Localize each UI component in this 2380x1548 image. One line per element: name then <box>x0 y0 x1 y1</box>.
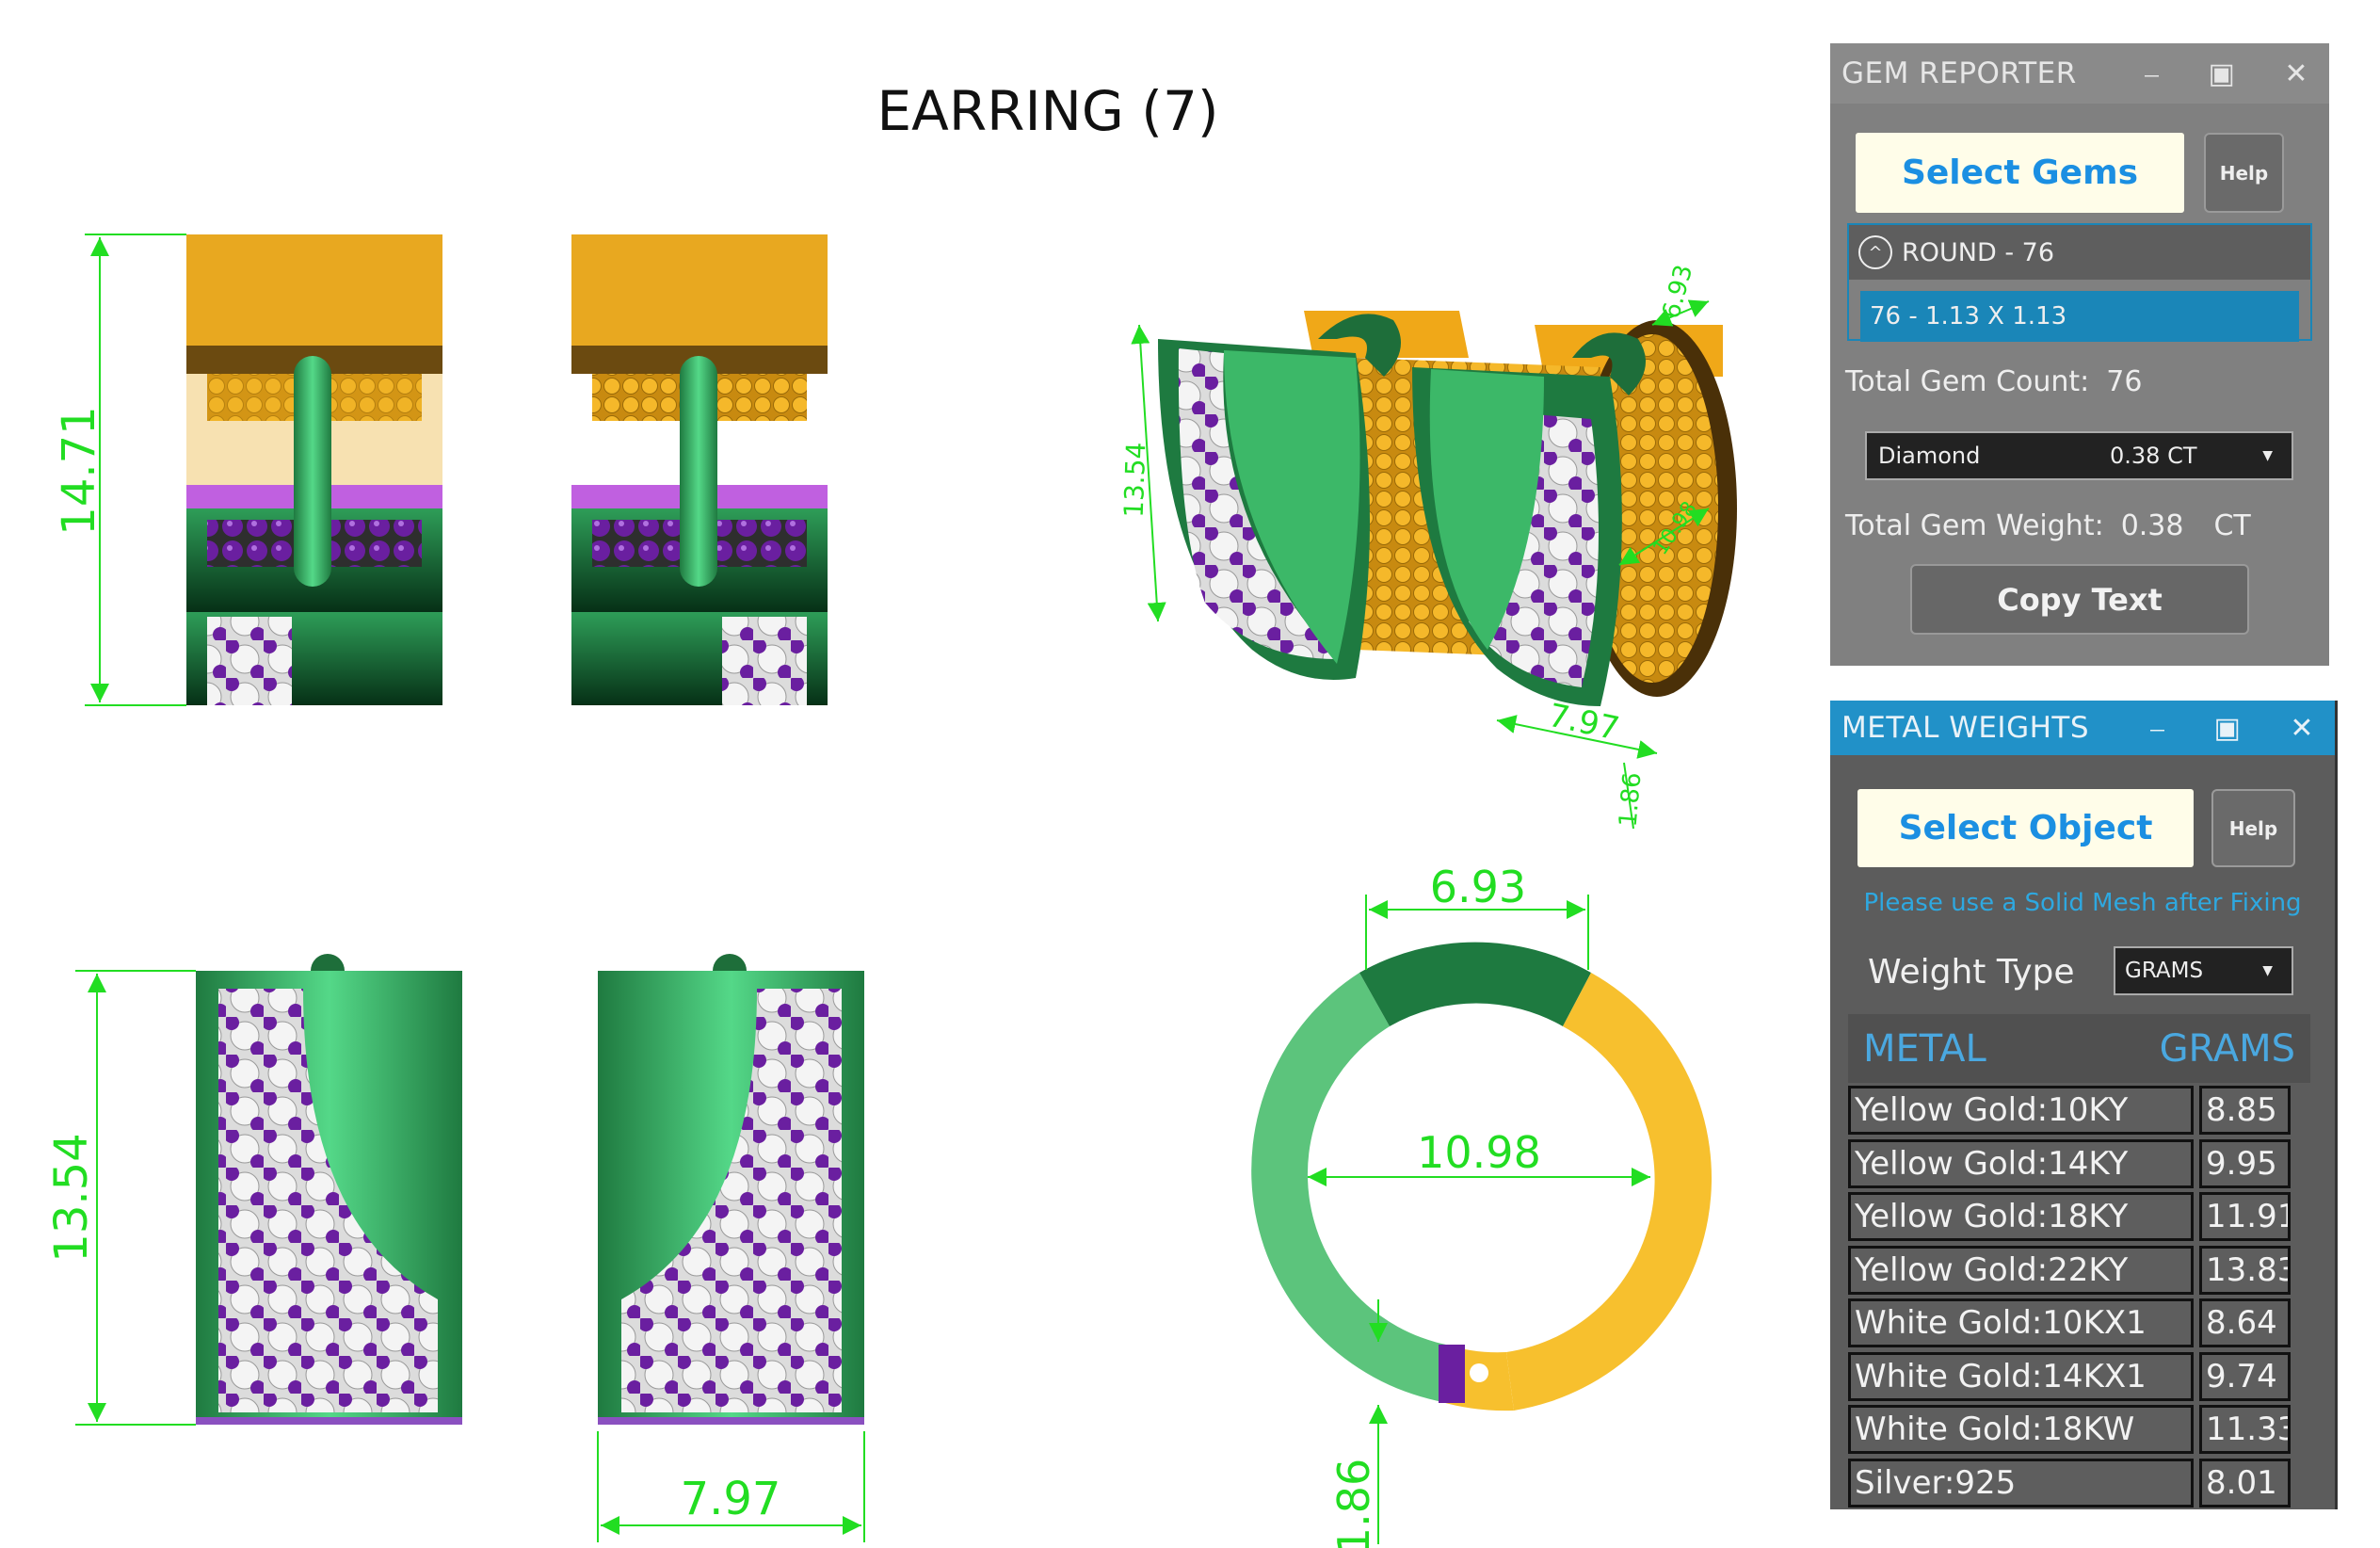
metal-grams-cell: 9.74 <box>2199 1351 2291 1401</box>
metal-table-header: METAL GRAMS <box>1848 1014 2310 1083</box>
metal-grams-cell: 9.95 <box>2199 1138 2291 1188</box>
gem-weight-value: 0.38 <box>2120 509 2184 542</box>
select-object-button[interactable]: Select Object <box>1857 789 2194 867</box>
weight-type-label: Weight Type <box>1868 953 2075 992</box>
dimension-ring-top: 6.93 <box>1365 862 1589 970</box>
dim-label: 13.54 <box>45 1133 98 1262</box>
column-header-metal: METAL <box>1863 1026 1986 1071</box>
gem-count-value: 76 <box>2106 365 2143 398</box>
dropdown-caret-icon: ▼ <box>2262 963 2273 978</box>
panel-title: GEM REPORTER <box>1841 56 2077 90</box>
dim-label: 6.93 <box>1430 862 1526 912</box>
metal-name-cell: Yellow Gold:22KY <box>1848 1245 2194 1295</box>
metal-name-cell: Yellow Gold:18KY <box>1848 1192 2194 1241</box>
gem-group-header[interactable]: ^ ROUND - 76 <box>1849 225 2310 280</box>
dimension-front-height: 14.71 <box>53 234 186 706</box>
dropdown-caret-icon: ▼ <box>2262 448 2273 463</box>
dimension-ring-gap: 1.86 <box>1328 1299 1388 1548</box>
chevron-up-circle-icon[interactable]: ^ <box>1858 235 1892 269</box>
dim-label: 7.97 <box>1545 697 1622 749</box>
front-view-right <box>571 234 828 705</box>
metal-grams-cell: 8.85 <box>2199 1086 2291 1135</box>
maximize-icon[interactable]: ▣ <box>2208 56 2236 90</box>
gem-count: Total Gem Count: 76 <box>1845 365 2142 398</box>
help-button[interactable]: Help <box>2204 133 2284 213</box>
dimension-ring-inner: 10.98 <box>1308 1127 1650 1186</box>
stone-type-dropdown[interactable]: Diamond 0.38 CT ▼ <box>1865 431 2293 480</box>
dimension-side-height: 13.54 <box>45 970 196 1426</box>
gem-weight-label: Total Gem Weight: <box>1845 509 2104 542</box>
metal-grams-cell: 13.83 <box>2199 1245 2291 1295</box>
mesh-notice: Please use a Solid Mesh after Fixing <box>1863 889 2302 917</box>
column-header-grams: GRAMS <box>2159 1026 2295 1071</box>
close-icon[interactable]: ✕ <box>2290 711 2314 745</box>
select-gems-button[interactable]: Select Gems <box>1856 133 2184 213</box>
metal-grams-cell: 11.33 <box>2199 1405 2291 1454</box>
gem-group-label: ROUND - 76 <box>1902 237 2055 267</box>
close-icon[interactable]: ✕ <box>2284 56 2308 90</box>
minimize-icon[interactable]: ⎯ <box>2150 711 2165 745</box>
gem-reporter-panel: GEM REPORTER ⎯ ▣ ✕ Select Gems Help ^ RO… <box>1830 43 2329 666</box>
copy-text-button[interactable]: Copy Text <box>1910 564 2249 635</box>
dim-label: 10.98 <box>1417 1127 1541 1178</box>
ring-top-view <box>1251 942 1713 1411</box>
isometric-view <box>1158 311 1737 706</box>
weight-type-value: GRAMS <box>2125 959 2204 983</box>
metal-name-cell: White Gold:14KX1 <box>1848 1351 2194 1401</box>
minimize-icon[interactable]: ⎯ <box>2145 56 2160 90</box>
drawing-title: EARRING (7) <box>877 79 1219 143</box>
maximize-icon[interactable]: ▣ <box>2213 711 2242 745</box>
metal-grams-cell: 8.64 <box>2199 1298 2291 1347</box>
stone-weight: 0.38 CT <box>2110 443 2197 469</box>
dim-label: 6.93 <box>1657 262 1698 322</box>
help-button[interactable]: Help <box>2211 789 2295 867</box>
gem-count-label: Total Gem Count: <box>1845 365 2090 398</box>
metal-grams-cell: 11.91 <box>2199 1192 2291 1241</box>
dim-label: 14.71 <box>53 406 105 535</box>
metal-name-cell: Yellow Gold:14KY <box>1848 1138 2194 1188</box>
gem-list-item[interactable]: 76 - 1.13 X 1.13 <box>1860 291 2299 342</box>
side-view-right <box>598 954 864 1425</box>
gem-weight-unit: CT <box>2213 509 2251 542</box>
metal-name-cell: White Gold:18KW <box>1848 1405 2194 1454</box>
gem-reporter-titlebar[interactable]: GEM REPORTER ⎯ ▣ ✕ <box>1830 43 2329 104</box>
metal-weights-panel: METAL WEIGHTS ⎯ ▣ ✕ Select Object Help P… <box>1830 701 2338 1509</box>
metal-name-cell: Silver:925 <box>1848 1458 2194 1508</box>
gem-list: ^ ROUND - 76 76 - 1.13 X 1.13 <box>1847 223 2312 342</box>
metal-grams-cell: 8.01 <box>2199 1458 2291 1508</box>
front-view-left <box>186 234 442 705</box>
gem-weight: Total Gem Weight: 0.38 CT <box>1845 509 2251 542</box>
dim-label: 1.86 <box>1328 1459 1379 1548</box>
metal-weights-titlebar[interactable]: METAL WEIGHTS ⎯ ▣ ✕ <box>1830 701 2335 755</box>
side-view-left <box>196 954 462 1425</box>
stone-type: Diamond <box>1878 443 1981 469</box>
panel-title: METAL WEIGHTS <box>1841 711 2090 745</box>
metal-name-cell: Yellow Gold:10KY <box>1848 1086 2194 1135</box>
dim-label: 13.54 <box>1118 442 1152 518</box>
dim-label: 7.97 <box>681 1473 781 1525</box>
dim-label: 1.86 <box>1615 771 1648 828</box>
metal-name-cell: White Gold:10KX1 <box>1848 1298 2194 1347</box>
weight-type-dropdown[interactable]: GRAMS ▼ <box>2114 946 2293 995</box>
dimension-side-width: 7.97 <box>597 1431 865 1542</box>
